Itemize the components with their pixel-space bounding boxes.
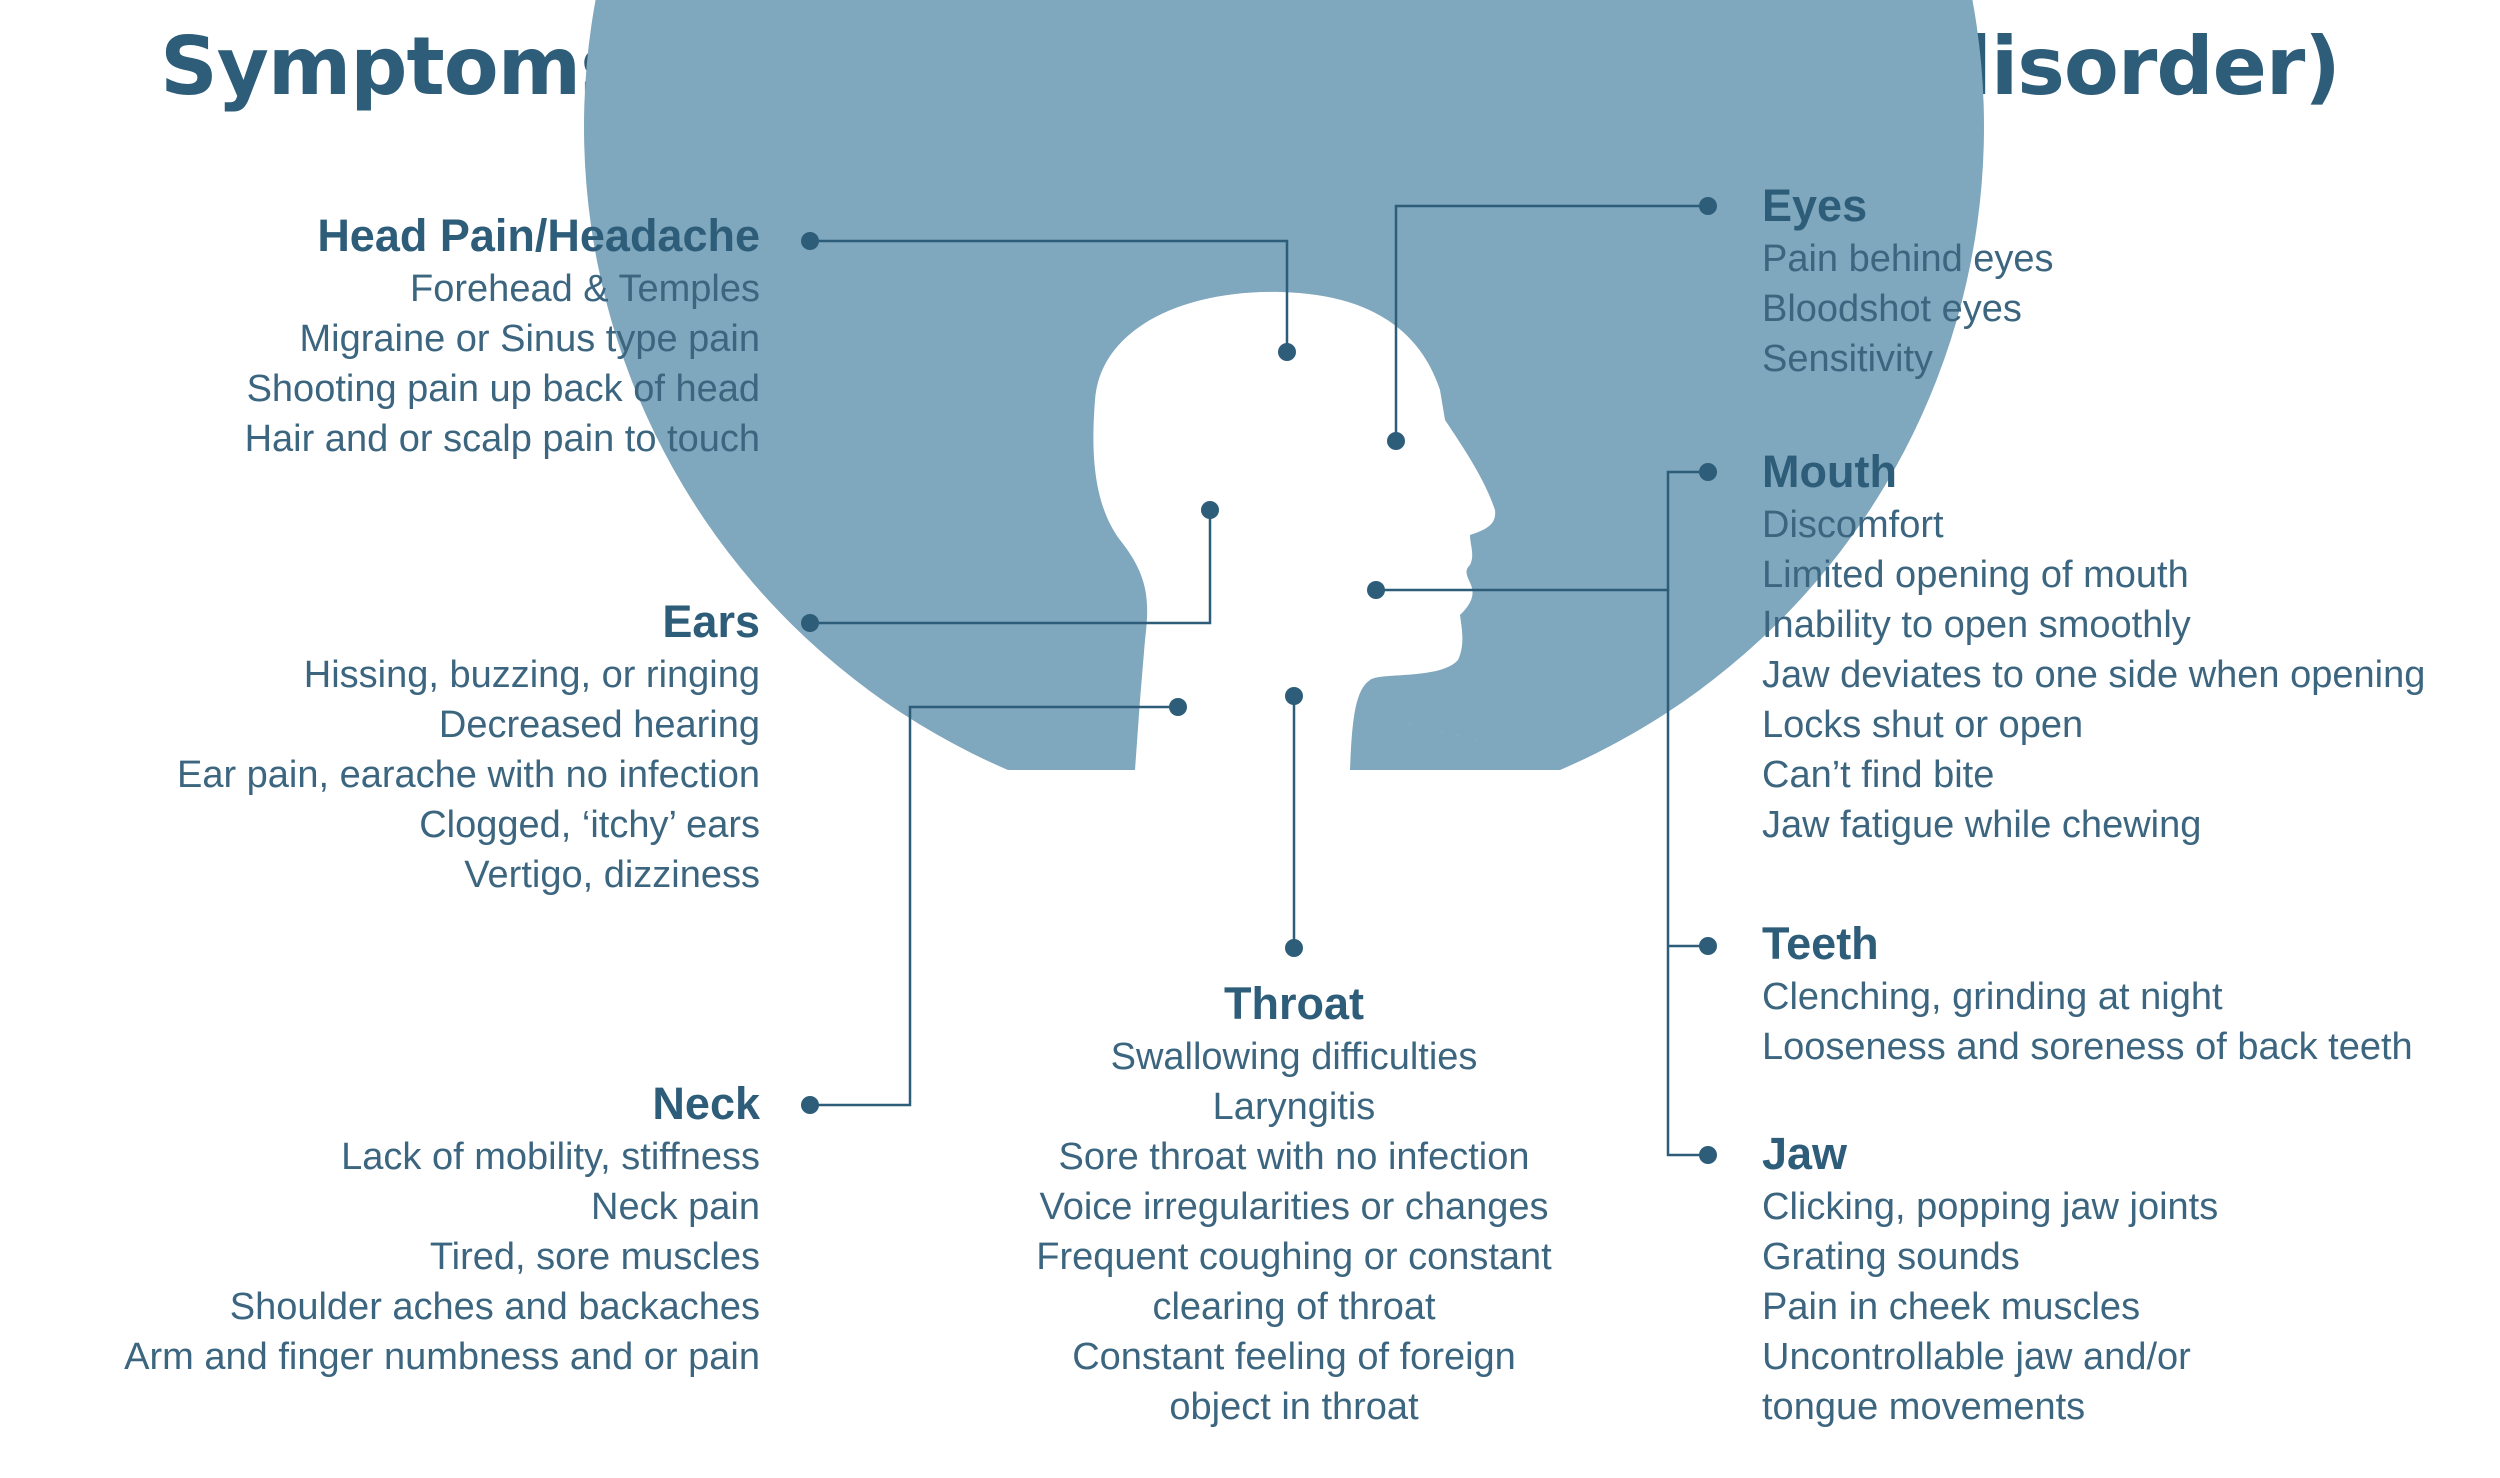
symptom-item: Forehead & Temples	[410, 268, 760, 310]
group-heading: Head Pain/Headache	[317, 210, 760, 261]
symptom-item: Uncontrollable jaw and/or	[1762, 1336, 2191, 1378]
group-mouth: Mouth Discomfort Limited opening of mout…	[1762, 444, 2425, 850]
symptom-item: Clogged, ‘itchy’ ears	[419, 804, 760, 846]
connector-ears	[810, 510, 1212, 625]
connector-dots	[801, 197, 1717, 1164]
group-eyes: Eyes Pain behind eyes Bloodshot eyes Sen…	[1762, 178, 2054, 384]
connector-eyes	[1394, 204, 1708, 441]
symptom-item: Sore throat with no infection	[1058, 1136, 1530, 1178]
dot-mouth-label	[1699, 463, 1717, 481]
dot-eyes-point	[1387, 432, 1405, 450]
group-heading: Teeth	[1762, 918, 1879, 969]
symptom-item: Ear pain, earache with no infection	[176, 754, 760, 796]
symptom-item: Voice irregularities or changes	[1039, 1186, 1549, 1228]
dot-ears-point	[1201, 501, 1219, 519]
symptom-item: Bloodshot eyes	[1762, 288, 2022, 330]
group-heading: Eyes	[1762, 180, 1868, 231]
dot-eyes-label	[1699, 197, 1717, 215]
symptom-item: Vertigo, dizziness	[464, 854, 760, 896]
symptom-item: Locks shut or open	[1762, 704, 2084, 746]
symptom-item: Laryngitis	[1212, 1086, 1376, 1128]
symptom-item: Hair and or scalp pain to touch	[244, 418, 760, 460]
dot-teeth-label	[1699, 937, 1717, 955]
symptom-item: Jaw fatigue while chewing	[1762, 804, 2202, 846]
symptom-item: Shooting pain up back of head	[246, 368, 760, 410]
dot-mouth-point	[1367, 581, 1385, 599]
dot-neck-label	[801, 1096, 819, 1114]
symptom-item: Inability to open smoothly	[1762, 604, 2191, 646]
group-heading: Ears	[662, 596, 760, 647]
symptom-item: Hissing, buzzing, or ringing	[303, 654, 760, 696]
symptom-item: Migraine or Sinus type pain	[299, 318, 760, 360]
symptom-item: Limited opening of mouth	[1762, 554, 2189, 596]
symptom-item: Sensitivity	[1762, 338, 1934, 380]
connector-neck	[810, 705, 1178, 1107]
group-neck: Neck Lack of mobility, stiffness Neck pa…	[124, 1076, 760, 1382]
symptom-item: Frequent coughing or constant	[1036, 1236, 1552, 1278]
symptom-item: object in throat	[1169, 1386, 1419, 1428]
symptom-item: Jaw deviates to one side when opening	[1762, 654, 2426, 696]
dot-throat-point	[1285, 687, 1303, 705]
group-head-pain: Head Pain/Headache Forehead & Temples Mi…	[245, 208, 760, 464]
symptom-item: Swallowing difficulties	[1110, 1036, 1478, 1078]
group-jaw: Jaw Clicking, popping jaw joints Grating…	[1762, 1126, 2218, 1432]
dot-jaw-label	[1699, 1146, 1717, 1164]
dot-head-pain-label	[801, 232, 819, 250]
dot-throat-label	[1285, 939, 1303, 957]
group-heading: Jaw	[1762, 1128, 1848, 1179]
group-heading: Throat	[1224, 978, 1364, 1029]
symptom-item: Pain behind eyes	[1762, 238, 2054, 280]
symptom-item: Grating sounds	[1762, 1236, 2020, 1278]
symptom-item: Pain in cheek muscles	[1762, 1286, 2141, 1328]
dot-neck-point	[1169, 698, 1187, 716]
group-heading: Neck	[652, 1078, 760, 1129]
symptom-item: Discomfort	[1762, 504, 1944, 546]
symptom-item: Decreased hearing	[438, 704, 760, 746]
group-throat: Throat Swallowing difficulties Laryngiti…	[994, 976, 1594, 1432]
symptom-item: Arm and finger numbness and or pain	[124, 1336, 760, 1378]
group-ears: Ears Hissing, buzzing, or ringing Decrea…	[177, 594, 760, 900]
symptom-item: tongue movements	[1762, 1386, 2086, 1428]
connector-spine	[1666, 590, 1708, 1157]
symptom-item: Shoulder aches and backaches	[229, 1286, 760, 1328]
dot-head-pain-point	[1278, 343, 1296, 361]
group-heading: Mouth	[1762, 446, 1897, 497]
symptom-item: Clicking, popping jaw joints	[1762, 1186, 2219, 1228]
connector-mouth	[1376, 470, 1708, 592]
symptom-item: Looseness and soreness of back teeth	[1762, 1026, 2413, 1068]
symptom-item: Constant feeling of foreign	[1072, 1336, 1516, 1378]
symptom-item: Neck pain	[591, 1186, 760, 1228]
group-teeth: Teeth Clenching, grinding at night Loose…	[1762, 916, 2413, 1072]
symptom-item: Clenching, grinding at night	[1762, 976, 2223, 1018]
connector-head-pain	[810, 239, 1289, 352]
dot-ears-label	[801, 614, 819, 632]
connector-lines	[810, 204, 1708, 1157]
symptom-item: Lack of mobility, stiffness	[341, 1136, 760, 1178]
symptom-item: Tired, sore muscles	[429, 1236, 760, 1278]
symptom-item: Can’t find bite	[1762, 754, 1995, 796]
head-silhouette	[584, 0, 1984, 770]
symptom-item: clearing of throat	[1152, 1286, 1436, 1328]
